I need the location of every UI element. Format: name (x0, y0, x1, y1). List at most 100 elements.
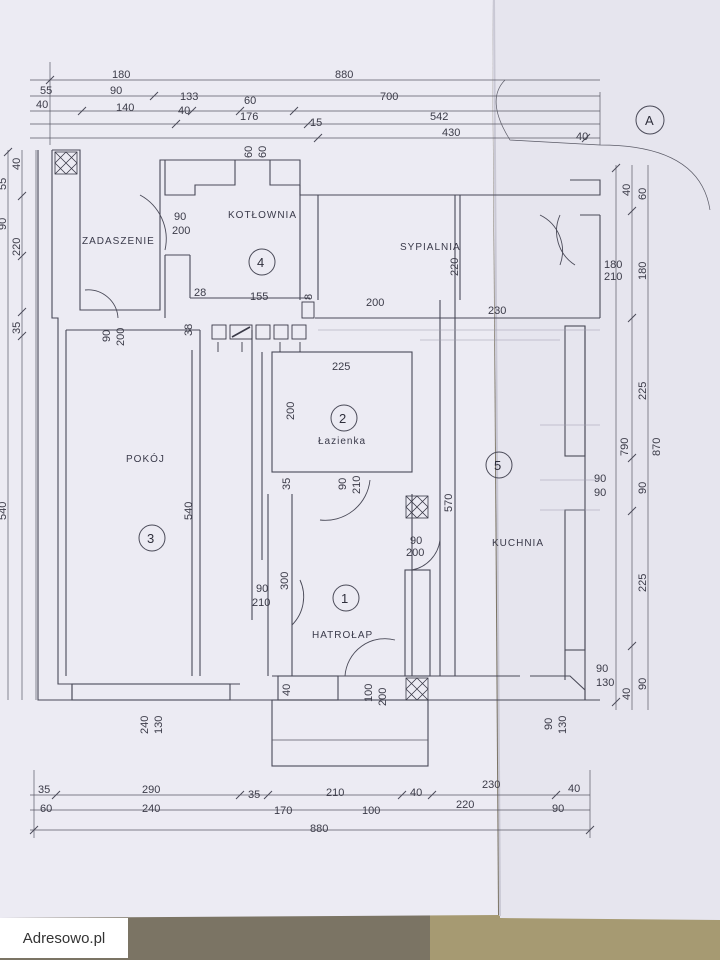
left-dimension-lines (3, 147, 37, 700)
right-dim-40b: 40 (621, 688, 633, 700)
right-dim-870: 870 (651, 438, 663, 456)
entrance-porch (271, 699, 429, 767)
room-1-name: HATROŁAP (312, 630, 373, 641)
room-1-marker (332, 584, 360, 612)
pok-door-200: 200 (115, 328, 127, 346)
watermark-badge: Adresowo.pl (0, 918, 128, 958)
right-dim-90: 90 (637, 482, 649, 494)
top-dim-15: 15 (310, 117, 322, 129)
inner-dim-35: 35 (281, 478, 293, 490)
inner-dim-540: 540 (183, 502, 195, 520)
top-dim-90: 90 (110, 85, 122, 97)
kuch-win-90c: 90 (596, 663, 608, 675)
laz-door-90: 90 (337, 478, 349, 490)
inner-dim-38: 38 (183, 324, 195, 336)
inner-dim-225: 225 (332, 361, 350, 373)
kuch-win-90d: 90 (543, 718, 555, 730)
ventilation-ducts (211, 301, 315, 352)
entry-label: ZADASZENIE (82, 236, 155, 247)
inner-dim-570: 570 (443, 494, 455, 512)
kot-door-90: 90 (174, 211, 186, 223)
pok-win-130: 130 (153, 716, 165, 734)
door-swings (84, 194, 576, 677)
right-dimension-lines (611, 163, 649, 710)
grid-axis-label: A (645, 113, 654, 128)
inner-dim-200v: 200 (285, 402, 297, 420)
inner-dim-8: 8 (303, 294, 315, 300)
inner-dim-200: 200 (366, 297, 384, 309)
top-dim-55: 55 (40, 85, 52, 97)
paper-sheet (0, 0, 498, 918)
inner-dim-28: 28 (194, 287, 206, 299)
building-walls (37, 149, 601, 767)
left-dim-55: 55 (0, 178, 9, 190)
inner-dim-155: 155 (250, 291, 268, 303)
top-dim-right-40: 40 (576, 131, 588, 143)
room-4-marker (248, 248, 276, 276)
construction-lines (318, 329, 600, 511)
right-dim-225a: 225 (637, 382, 649, 400)
room-3-number: 3 (147, 531, 154, 546)
right-dim-40: 40 (621, 184, 633, 196)
top-dim-60: 60 (244, 95, 256, 107)
kot-door-200: 200 (172, 225, 190, 237)
inner-dim-230: 230 (488, 305, 506, 317)
bottom-dim-210: 210 (326, 787, 344, 799)
hall-door-200: 200 (406, 547, 424, 559)
pok-door-90: 90 (101, 330, 113, 342)
room-5-marker (485, 451, 513, 479)
room-2-marker (330, 404, 358, 432)
room-window (71, 683, 231, 701)
top-dim-133: 133 (180, 91, 198, 103)
bottom-dim-40b: 40 (568, 783, 580, 795)
right-dim-60: 60 (637, 188, 649, 200)
right-dim-90b: 90 (637, 678, 649, 690)
bottom-dim-35a: 35 (38, 784, 50, 796)
bottom-dim-170: 170 (274, 805, 292, 817)
top-dimension-lines (30, 62, 601, 145)
room-5-name: KUCHNIA (492, 538, 544, 549)
room-3-name: POKÓJ (126, 452, 165, 465)
top-dim-430: 430 (442, 127, 460, 139)
bottom-dim-240: 240 (142, 803, 160, 815)
right-dim-180: 180 (637, 262, 649, 280)
folded-page (492, 0, 720, 920)
bottom-dim-880: 880 (310, 823, 328, 835)
inner-dim-220: 220 (449, 258, 461, 276)
bathroom-walls (271, 351, 413, 473)
room-3-marker (138, 524, 166, 552)
bottom-dimension-lines (29, 770, 595, 838)
grid-axis-marker (635, 105, 665, 135)
left-dim-90: 90 (0, 218, 9, 230)
right-dim-790: 790 (619, 438, 631, 456)
top-dim-180: 180 (112, 69, 130, 81)
syp-door-180: 180 (604, 259, 622, 271)
syp-door-210: 210 (604, 271, 622, 283)
kuch-win-90a: 90 (594, 473, 606, 485)
top-dim-140: 140 (116, 102, 134, 114)
bottom-dim-290: 290 (142, 784, 160, 796)
inner-dim-300: 300 (279, 572, 291, 590)
room-1-number: 1 (341, 591, 348, 606)
room-4-number: 4 (257, 255, 264, 270)
pok-win-240: 240 (139, 716, 151, 734)
ent-door-100: 100 (363, 684, 375, 702)
bottom-dim-40a: 40 (410, 787, 422, 799)
bottom-dim-60: 60 (40, 803, 52, 815)
top-dim-880: 880 (335, 69, 353, 81)
top-dim-700: 700 (380, 91, 398, 103)
left-dim-40: 40 (11, 158, 23, 170)
laz-door-210: 210 (351, 476, 363, 494)
bottom-dim-220: 220 (456, 799, 474, 811)
kuch-win-130b: 130 (557, 716, 569, 734)
bottom-dim-90: 90 (552, 803, 564, 815)
fabric-corner (430, 915, 720, 960)
bedroom-label: SYPIALNIA (400, 242, 461, 253)
hall-door-90: 90 (410, 535, 422, 547)
kot-dim-60b: 60 (257, 146, 269, 158)
room-4-name: KOTŁOWNIA (228, 210, 297, 221)
room-2-number: 2 (339, 411, 346, 426)
left-dim-35: 35 (11, 322, 23, 334)
top-dim-542: 542 (430, 111, 448, 123)
